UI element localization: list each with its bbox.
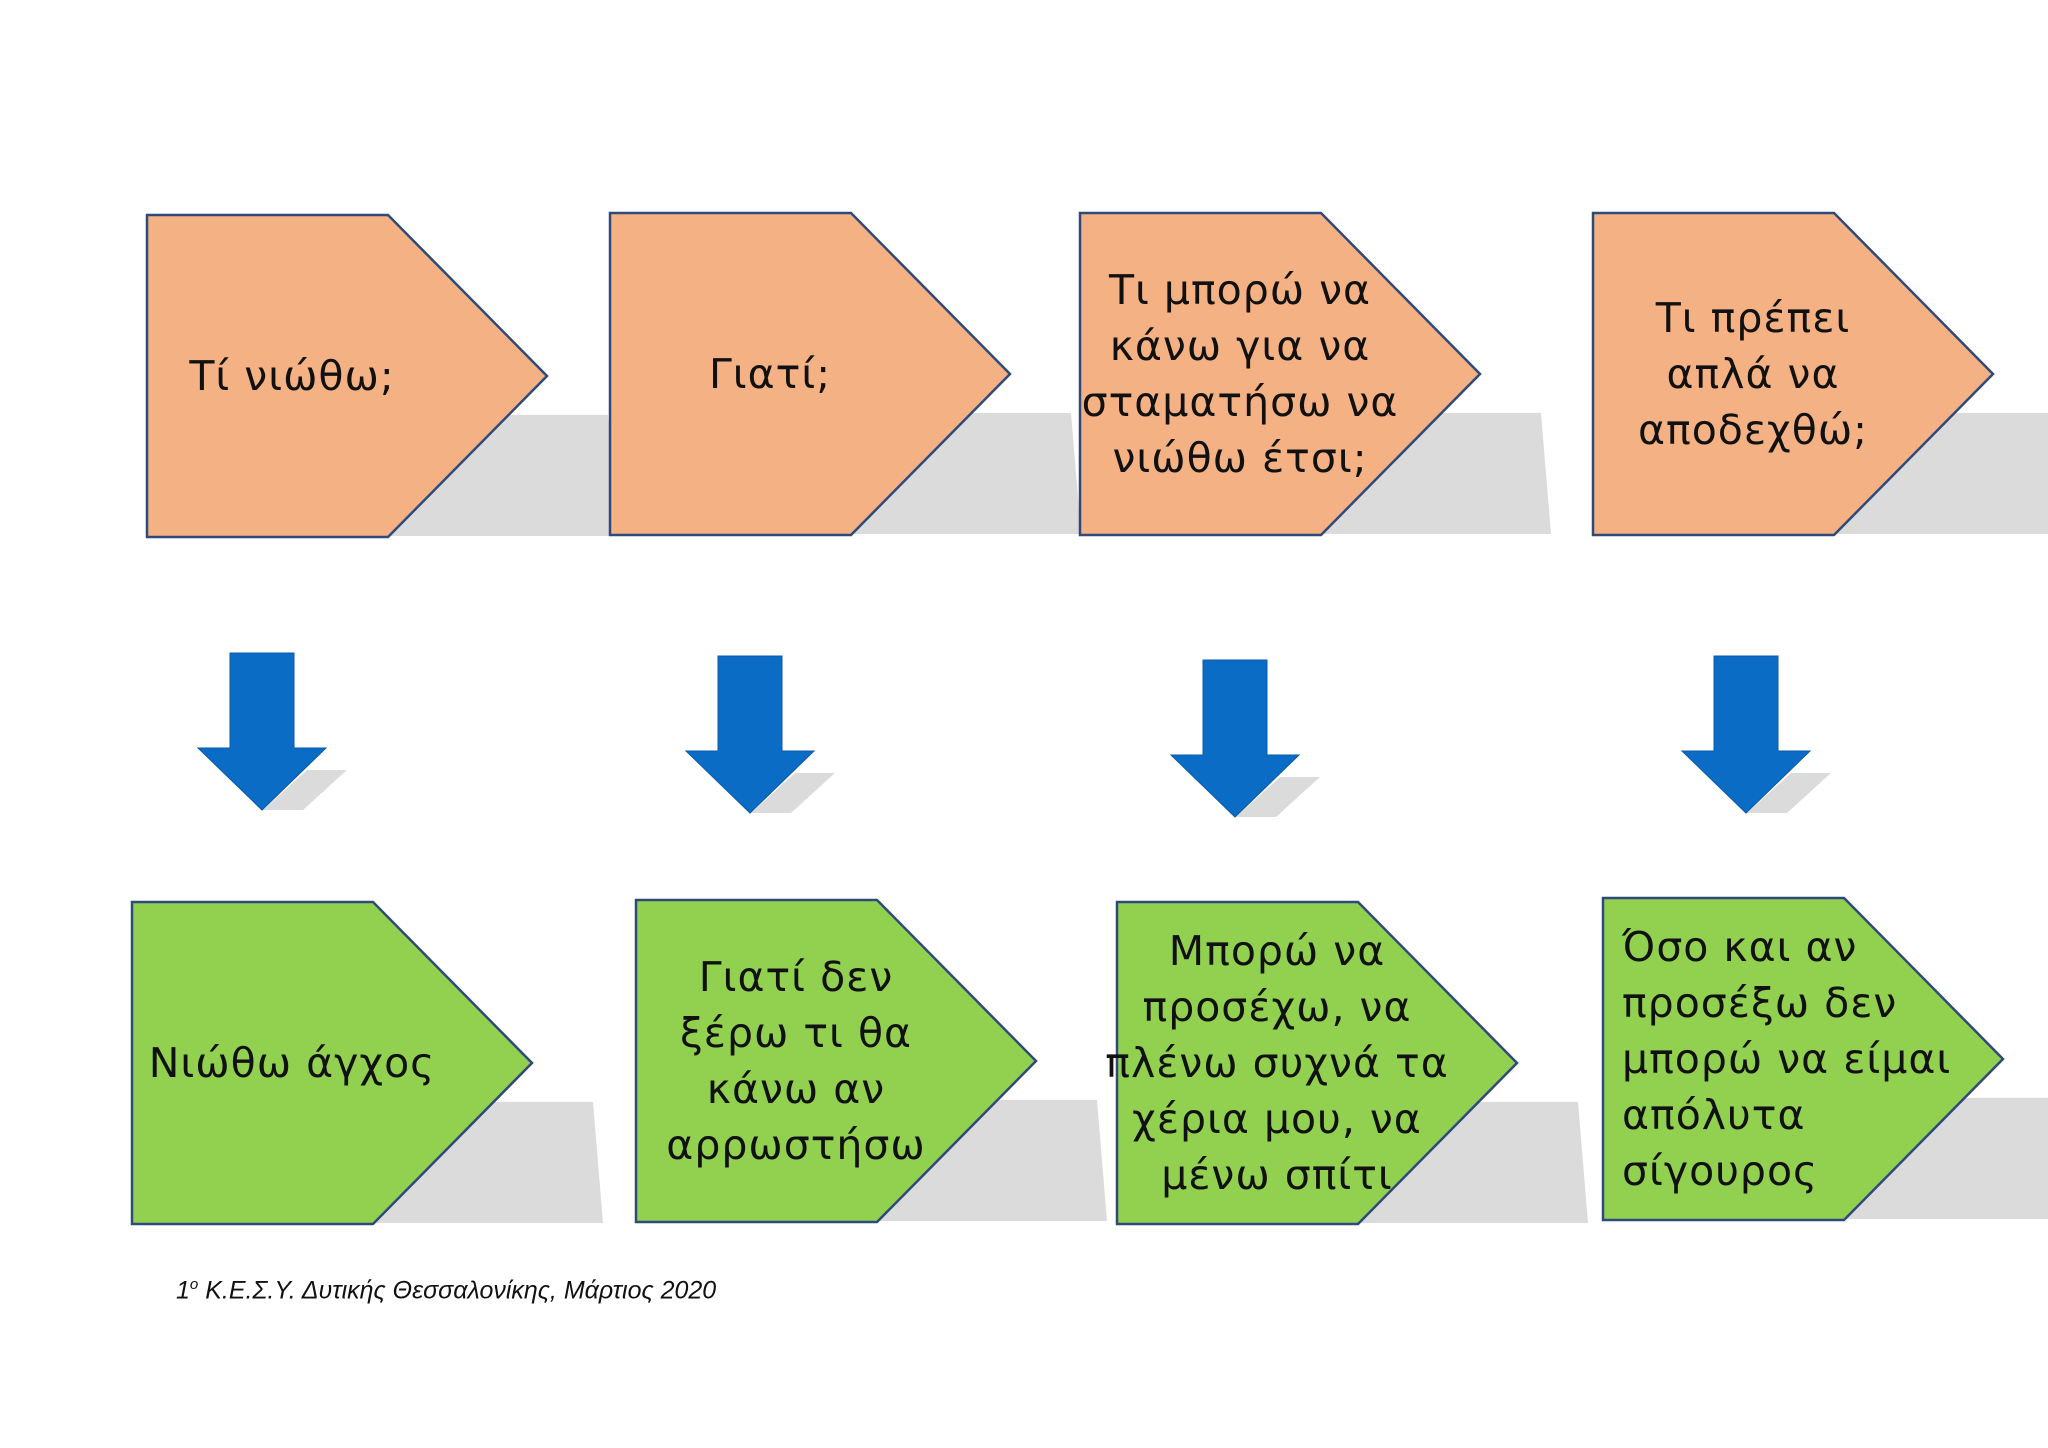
- question-2-box: Γιατί;: [608, 211, 1081, 537]
- down-arrow-icon: [1680, 655, 1831, 814]
- answer-3-pentagon: [1115, 900, 1519, 1226]
- answer-4-line: προσέξω δεν: [1622, 979, 1898, 1027]
- arrow-shadow: [1236, 777, 1320, 817]
- answer-3-line: Μπορώ να: [1168, 927, 1386, 975]
- question-2-line: Γιατί;: [708, 350, 832, 398]
- question-4-shape: [1591, 211, 2048, 537]
- question-3-label: Τι μπορώ να κάνω για να σταματήσω να νιώθω …: [1079, 212, 1401, 536]
- question-2-shape: [608, 211, 1081, 537]
- answer-4-label: Όσο και αν προσέξω δεν μπορώ να είμαι απόλυ…: [1622, 897, 1950, 1221]
- answer-4-pentagon: [1601, 896, 2005, 1222]
- question-1-pentagon: [145, 213, 549, 539]
- answer-1-pentagon: [130, 900, 534, 1226]
- answer-1-label: Νιώθω άγχος: [131, 901, 453, 1225]
- question-3-line: κάνω για να: [1109, 322, 1371, 370]
- answer-3-line: μένω σπίτι: [1161, 1151, 1393, 1199]
- answer-3-label: Μπορώ να προσέχω, να πλένω συχνά τα χέρια μ…: [1105, 901, 1447, 1225]
- question-3-line: Τι μπορώ να: [1108, 266, 1372, 314]
- answer-3-line: προσέχω, να: [1142, 983, 1412, 1031]
- question-4-line: αποδεχθώ;: [1638, 406, 1868, 454]
- question-3-pentagon: [1078, 211, 1482, 537]
- down-arrow-shape: [196, 652, 328, 811]
- footer-credit: 1o Κ.Ε.Σ.Υ. Δυτικής Θεσσαλονίκης, Μάρτιο…: [176, 1276, 716, 1305]
- answer-1-box: Νιώθω άγχος: [130, 900, 603, 1226]
- down-arrow-icon: [196, 652, 347, 811]
- answer-2-pentagon: [634, 898, 1038, 1224]
- answer-4-line: μπορώ να είμαι: [1622, 1035, 1952, 1083]
- footer-text: Κ.Ε.Σ.Υ. Δυτικής Θεσσαλονίκης, Μάρτιος 2…: [198, 1276, 717, 1305]
- question-3-shape: [1078, 211, 1551, 537]
- arrow-shadow: [263, 770, 347, 810]
- question-4-label: Τι πρέπει απλά να αποδεχθώ;: [1592, 212, 1914, 536]
- question-3-line: νιώθω έτσι;: [1112, 434, 1368, 482]
- question-4-line: απλά να: [1666, 350, 1840, 398]
- question-3-box: Τι μπορώ να κάνω για να σταματήσω να νιώθω …: [1078, 211, 1551, 537]
- question-4-line: Τι πρέπει: [1655, 294, 1851, 342]
- question-3-line: σταματήσω να: [1081, 378, 1399, 426]
- answer-4-line: Όσο και αν: [1622, 923, 1858, 971]
- answer-3-shape: [1115, 900, 1588, 1226]
- answer-2-box: Γιατί δεν ξέρω τι θα κάνω αν αρρωστήσω: [634, 898, 1107, 1224]
- answer-2-line: Γιατί δεν: [698, 953, 894, 1001]
- question-1-shape: [145, 213, 618, 539]
- footer-ordinal: 1: [176, 1276, 190, 1305]
- answer-2-line: κάνω αν: [706, 1065, 886, 1113]
- answer-3-line: χέρια μου, να: [1132, 1095, 1422, 1143]
- answer-1-line: Νιώθω άγχος: [148, 1039, 436, 1087]
- question-2-label: Γιατί;: [609, 212, 931, 536]
- answer-2-shape: [634, 898, 1107, 1224]
- answer-2-label: Γιατί δεν ξέρω τι θα κάνω αν αρρωστήσω: [635, 899, 957, 1223]
- down-arrow-shape: [684, 655, 816, 814]
- question-1-line: Τί νιώθω;: [189, 352, 395, 400]
- question-1-box: Τί νιώθω;: [145, 213, 618, 539]
- answer-3-box: Μπορώ να προσέχω, να πλένω συχνά τα χέρια μ…: [1105, 900, 1588, 1226]
- question-4-pentagon: [1591, 211, 1995, 537]
- down-arrow-shape: [1169, 659, 1301, 818]
- arrow-shadow: [1747, 773, 1831, 813]
- question-1-label: Τί νιώθω;: [146, 214, 438, 538]
- down-arrow-shape: [1680, 655, 1812, 814]
- arrow-shadow: [751, 773, 835, 813]
- footer-superscript: o: [189, 1276, 199, 1293]
- answer-4-line: απόλυτα: [1622, 1091, 1806, 1139]
- down-arrow-icon: [1169, 659, 1320, 818]
- question-2-pentagon: [608, 211, 1012, 537]
- answer-1-shape: [130, 900, 603, 1226]
- answer-3-line: πλένω συχνά τα: [1105, 1039, 1449, 1087]
- answer-4-line: σίγουρος: [1622, 1147, 1819, 1195]
- answer-4-shape: [1601, 896, 2048, 1222]
- down-arrow-icon: [684, 655, 835, 814]
- answer-4-box: Όσο και αν προσέξω δεν μπορώ να είμαι απόλυ…: [1601, 896, 2048, 1222]
- answer-2-line: αρρωστήσω: [666, 1121, 926, 1169]
- answer-2-line: ξέρω τι θα: [679, 1009, 913, 1057]
- question-4-box: Τι πρέπει απλά να αποδεχθώ;: [1591, 211, 2048, 537]
